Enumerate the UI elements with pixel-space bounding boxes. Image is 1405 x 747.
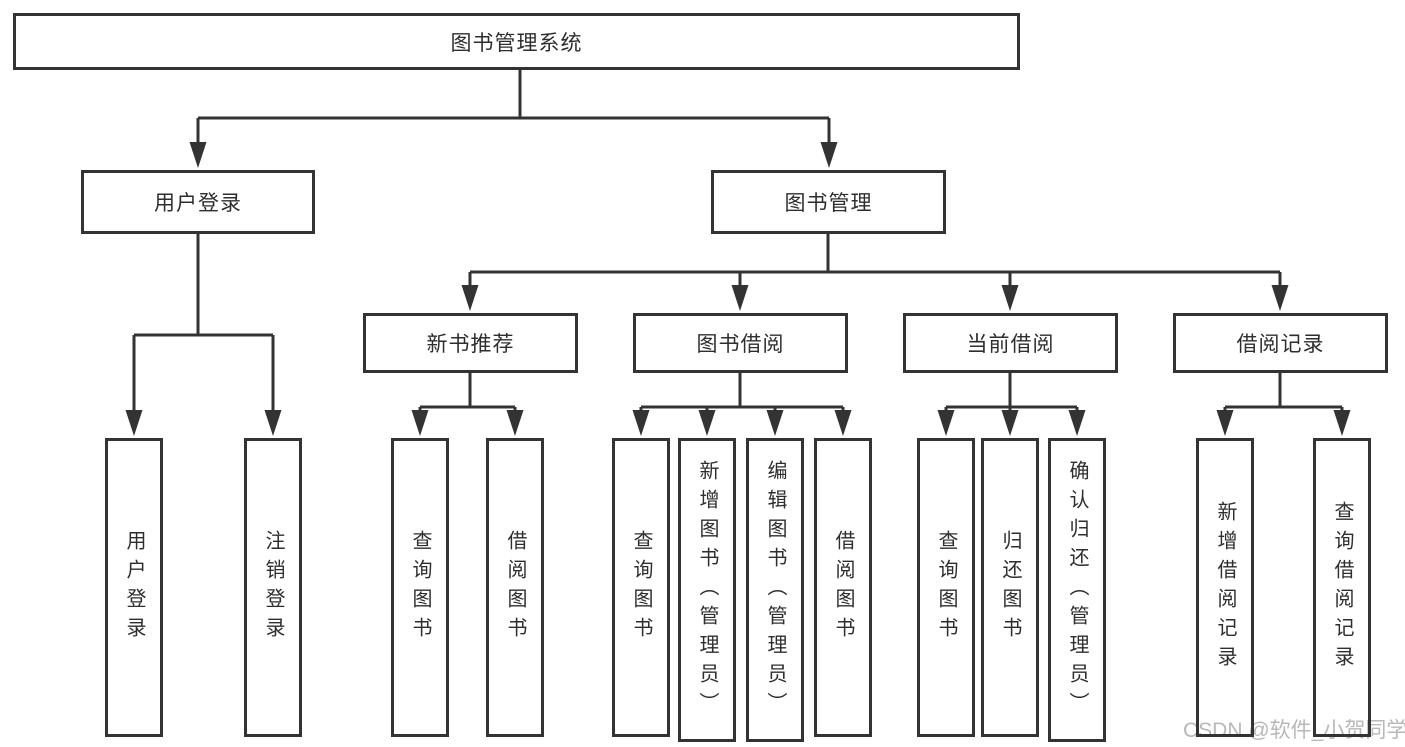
node-label: 查询借阅记录 (1331, 500, 1353, 675)
node-label: 编辑图书（管理员） (764, 459, 786, 721)
leaf-query-books-recommend: 查询图书 (391, 438, 449, 737)
leaf-query-borrow-record: 查询借阅记录 (1313, 438, 1371, 737)
node-borrowing-records: 借阅记录 (1173, 313, 1388, 373)
leaf-return-books: 归还图书 (981, 438, 1039, 737)
node-label: 图书管理 (784, 192, 873, 215)
leaf-confirm-return-admin: 确认归还（管理员） (1048, 438, 1106, 742)
node-label: 注销登录 (262, 529, 284, 646)
node-label: 图书管理系统 (450, 31, 583, 55)
node-label: 查询图书 (409, 529, 431, 646)
leaf-borrow-books-recommend: 借阅图书 (486, 438, 544, 737)
leaf-user-login: 用户登录 (105, 438, 163, 737)
leaf-borrow-books-borrowing: 借阅图书 (814, 438, 872, 737)
node-label: 用户登录 (123, 529, 145, 646)
node-label: 借阅记录 (1236, 333, 1325, 356)
leaf-edit-books-admin: 编辑图书（管理员） (746, 438, 804, 742)
node-book-management: 图书管理 (711, 170, 946, 234)
leaf-add-books-admin: 新增图书（管理员） (678, 438, 736, 742)
node-label: 查询图书 (630, 529, 652, 646)
node-label: 借阅图书 (504, 529, 526, 646)
node-label: 当前借阅 (966, 333, 1055, 356)
node-label: 新书推荐 (426, 333, 515, 356)
leaf-query-books-borrowing: 查询图书 (612, 438, 670, 737)
node-label: 借阅图书 (832, 529, 854, 646)
node-book-borrowing: 图书借阅 (633, 313, 848, 373)
node-label: 确认归还（管理员） (1066, 459, 1088, 721)
node-root-library-system: 图书管理系统 (13, 13, 1020, 70)
node-new-book-recommendation: 新书推荐 (363, 313, 578, 373)
node-user-login: 用户登录 (81, 170, 315, 234)
leaf-add-borrow-record: 新增借阅记录 (1196, 438, 1254, 737)
leaf-query-books-current: 查询图书 (917, 438, 975, 737)
node-label: 图书借阅 (696, 333, 785, 356)
node-label: 查询图书 (935, 529, 957, 646)
node-label: 用户登录 (154, 192, 242, 215)
node-label: 归还图书 (999, 529, 1021, 646)
node-label: 新增借阅记录 (1214, 500, 1236, 675)
leaf-logout: 注销登录 (244, 438, 302, 737)
node-current-borrowing: 当前借阅 (903, 313, 1118, 373)
node-label: 新增图书（管理员） (696, 459, 718, 721)
